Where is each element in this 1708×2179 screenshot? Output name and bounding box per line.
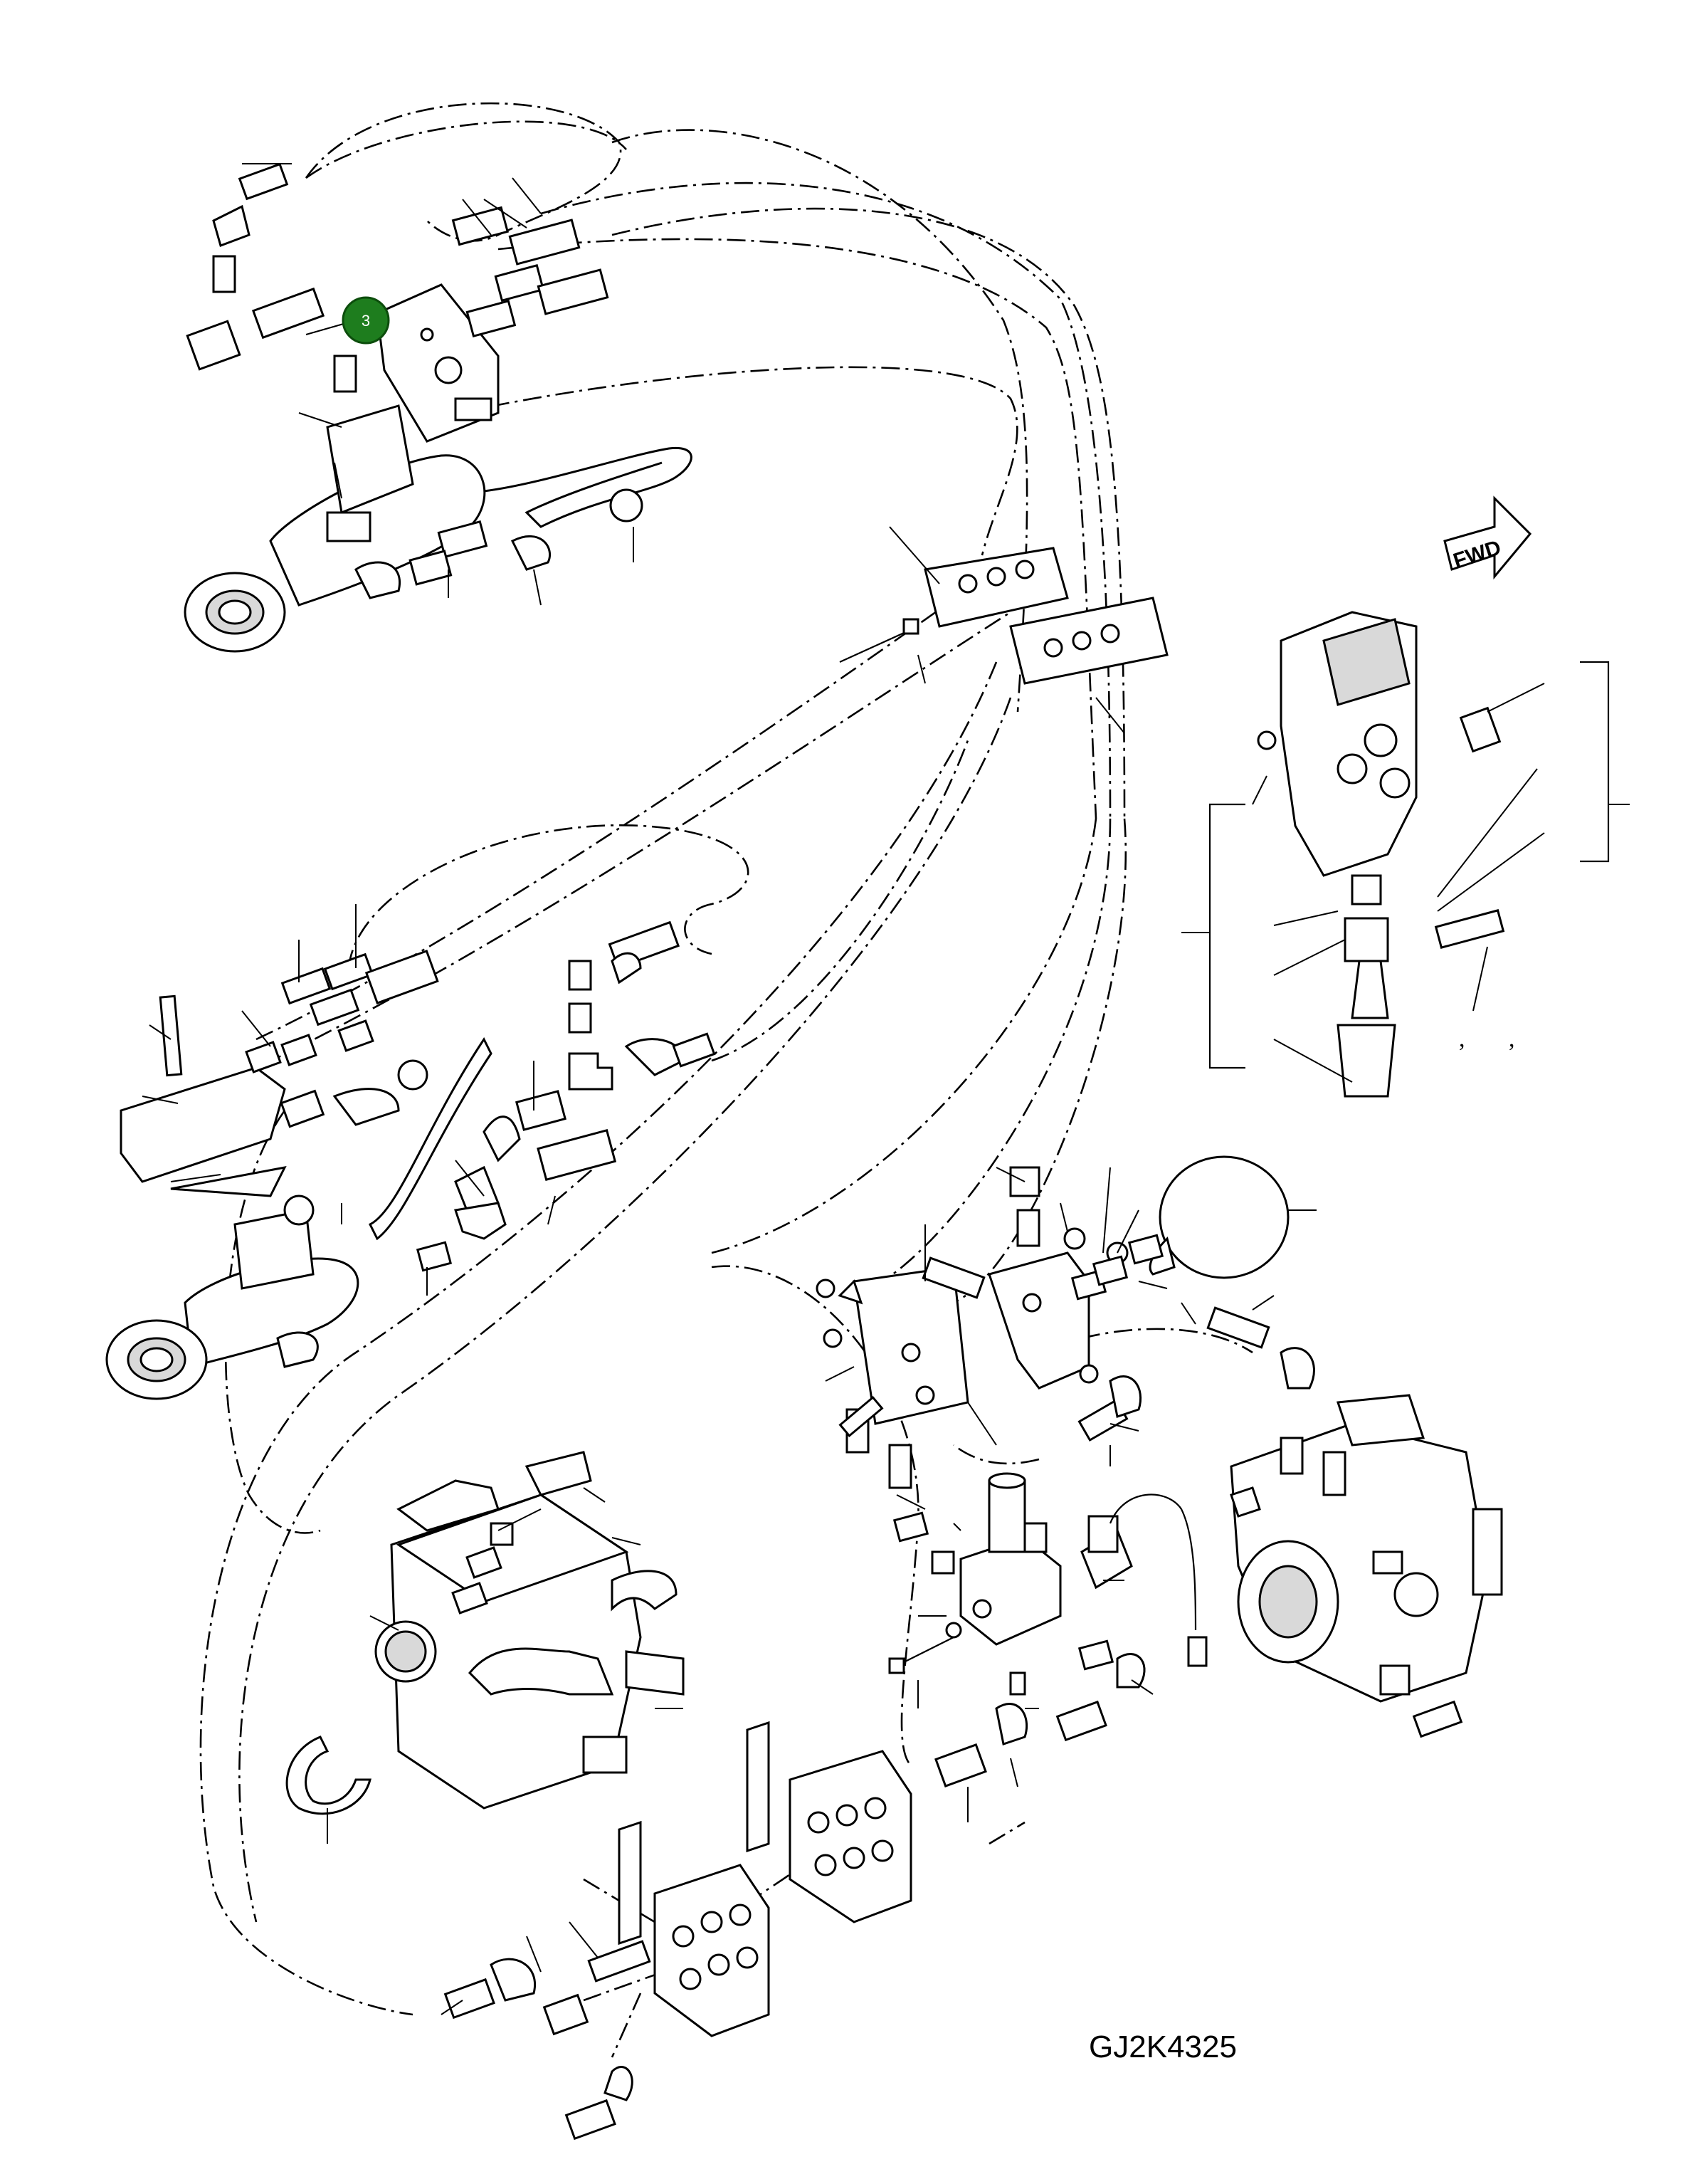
oil-tank-assembly (285, 1451, 685, 1844)
upper-lift-cylinder-assembly (184, 162, 692, 653)
hose-routing-lines (199, 102, 1253, 2058)
clamp-holes (672, 1797, 894, 1990)
lower-lift-cylinder-assembly (105, 904, 716, 1400)
separator-mark-1: , (1459, 1026, 1465, 1052)
separator-mark-2: , (1509, 1026, 1515, 1052)
callout-3-label: 3 (362, 312, 370, 330)
drawing-id: GJ2K4325 (1089, 2030, 1237, 2064)
solenoid-valve-assembly (888, 1444, 1208, 1822)
hose-clamp-blocks-upper (839, 526, 1169, 734)
hose-clamp-blocks-lower (441, 1721, 912, 2141)
accumulator-and-manifold-assembly (816, 1155, 1317, 1466)
callout-3[interactable]: 3 (342, 296, 390, 345)
control-valve-assembly: , , (1181, 611, 1630, 1098)
fwd-direction-arrow: FWD (1443, 495, 1532, 580)
hydraulic-pump (1230, 1394, 1503, 1738)
